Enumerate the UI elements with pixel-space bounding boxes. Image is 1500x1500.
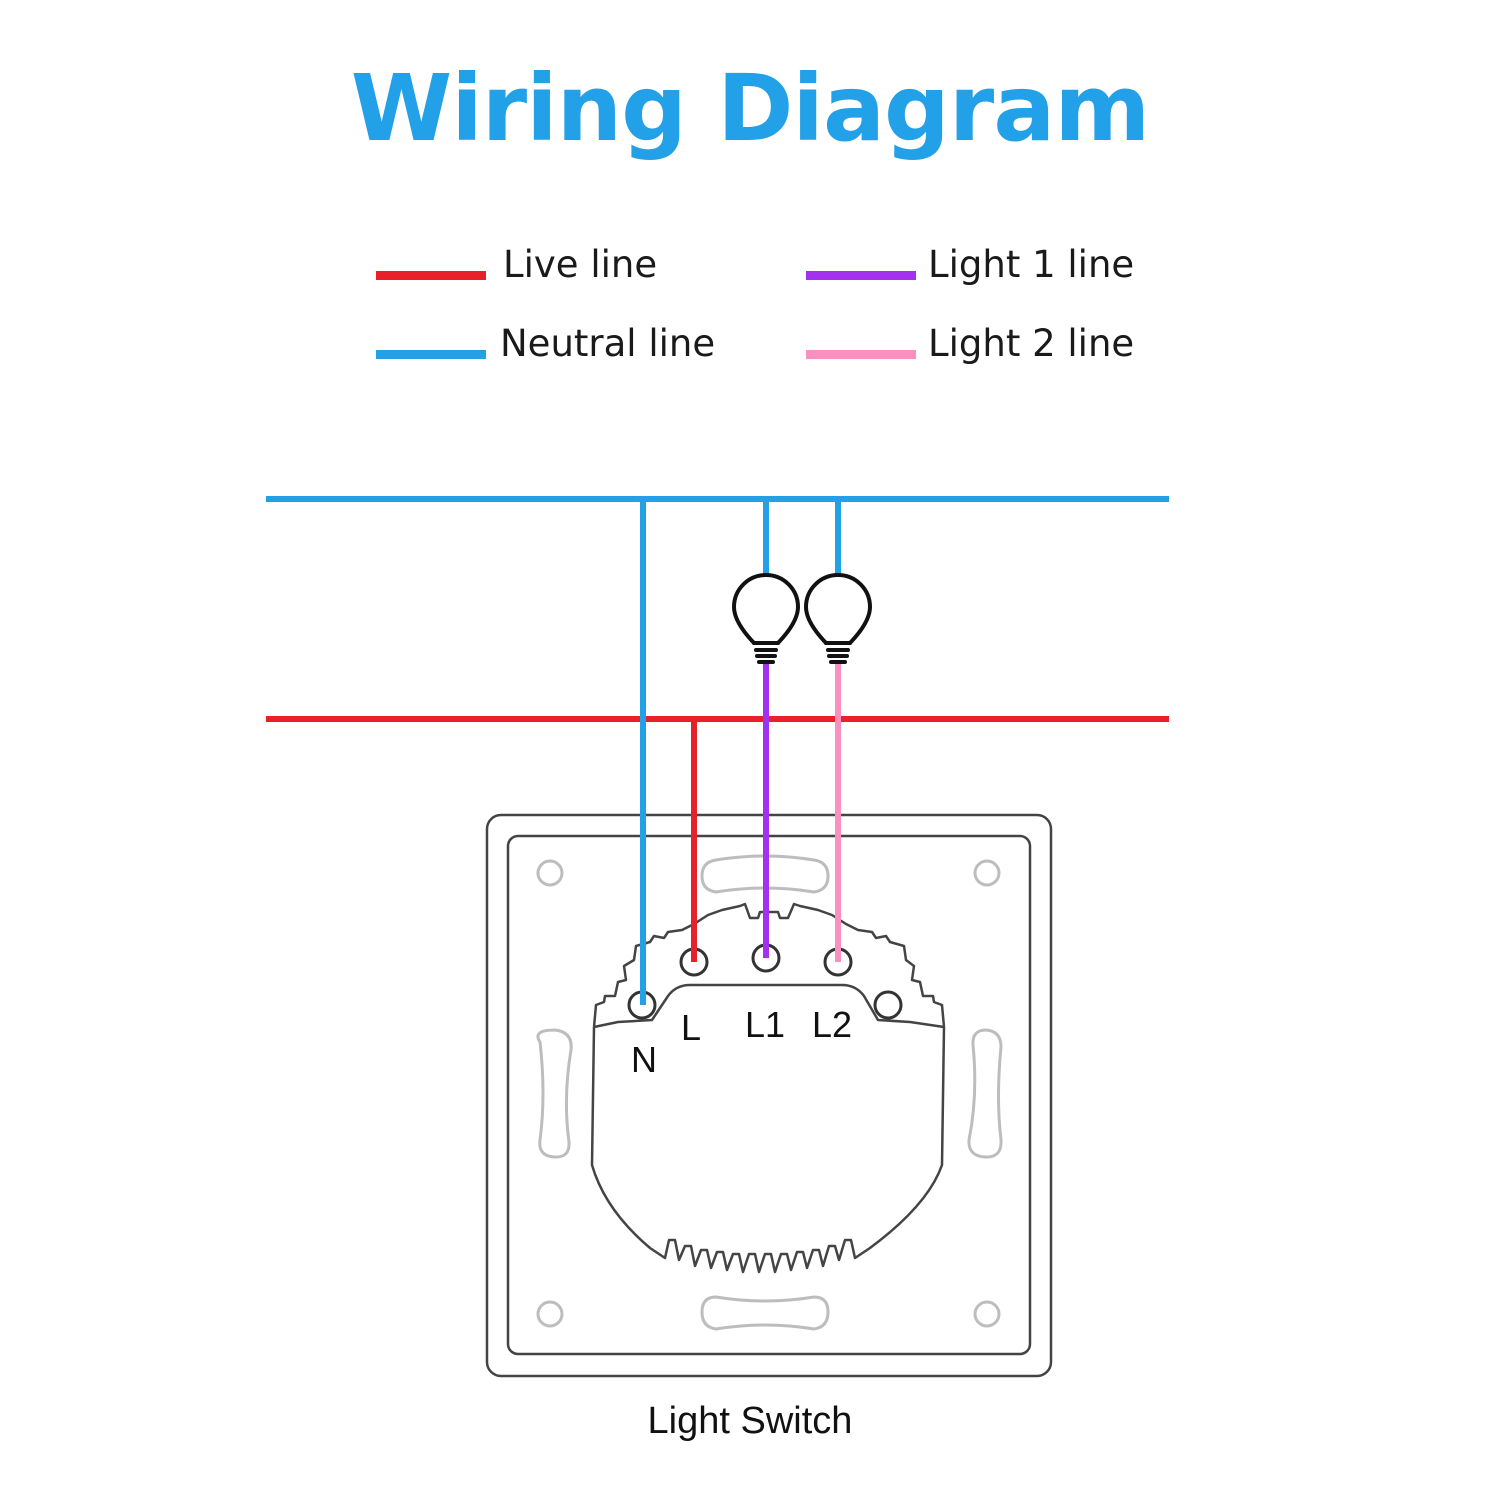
terminal-label-l: L xyxy=(681,1007,701,1048)
slot-top xyxy=(700,854,830,894)
terminals xyxy=(627,943,903,1020)
terminal-label-l1: L1 xyxy=(745,1004,785,1045)
lightbulb-1-icon xyxy=(731,573,801,664)
slot-right xyxy=(967,1028,1003,1159)
legend-neutral-label: Neutral line xyxy=(500,322,716,365)
screw-hole-top-left xyxy=(536,859,564,887)
terminal-label-n: N xyxy=(631,1039,657,1080)
module-top-edge xyxy=(593,983,945,1029)
legend-light2-label: Light 2 line xyxy=(928,322,1135,365)
page-title: Wiring Diagram xyxy=(350,55,1150,162)
legend-light1-label: Light 1 line xyxy=(928,243,1135,286)
wires xyxy=(266,496,1169,1005)
screw-hole-bottom-right xyxy=(973,1300,1001,1328)
live-line-swatch xyxy=(376,271,486,280)
terminal-spare xyxy=(873,990,903,1020)
lightbulb-2-icon xyxy=(803,573,873,664)
terminal-label-l2: L2 xyxy=(812,1004,852,1045)
light2-line-swatch xyxy=(806,350,916,359)
light1-line-swatch xyxy=(806,271,916,280)
screw-holes xyxy=(536,859,1001,1328)
slot-bottom xyxy=(700,1295,830,1331)
neutral-line-swatch xyxy=(376,350,486,359)
legend-live-label: Live line xyxy=(503,243,658,286)
light-switch-caption: Light Switch xyxy=(647,1400,853,1442)
module-body xyxy=(590,1026,946,1274)
screw-hole-top-right xyxy=(973,859,1001,887)
screw-hole-bottom-left xyxy=(536,1300,564,1328)
slot-left xyxy=(536,1028,573,1159)
mounting-slots xyxy=(536,854,1003,1331)
